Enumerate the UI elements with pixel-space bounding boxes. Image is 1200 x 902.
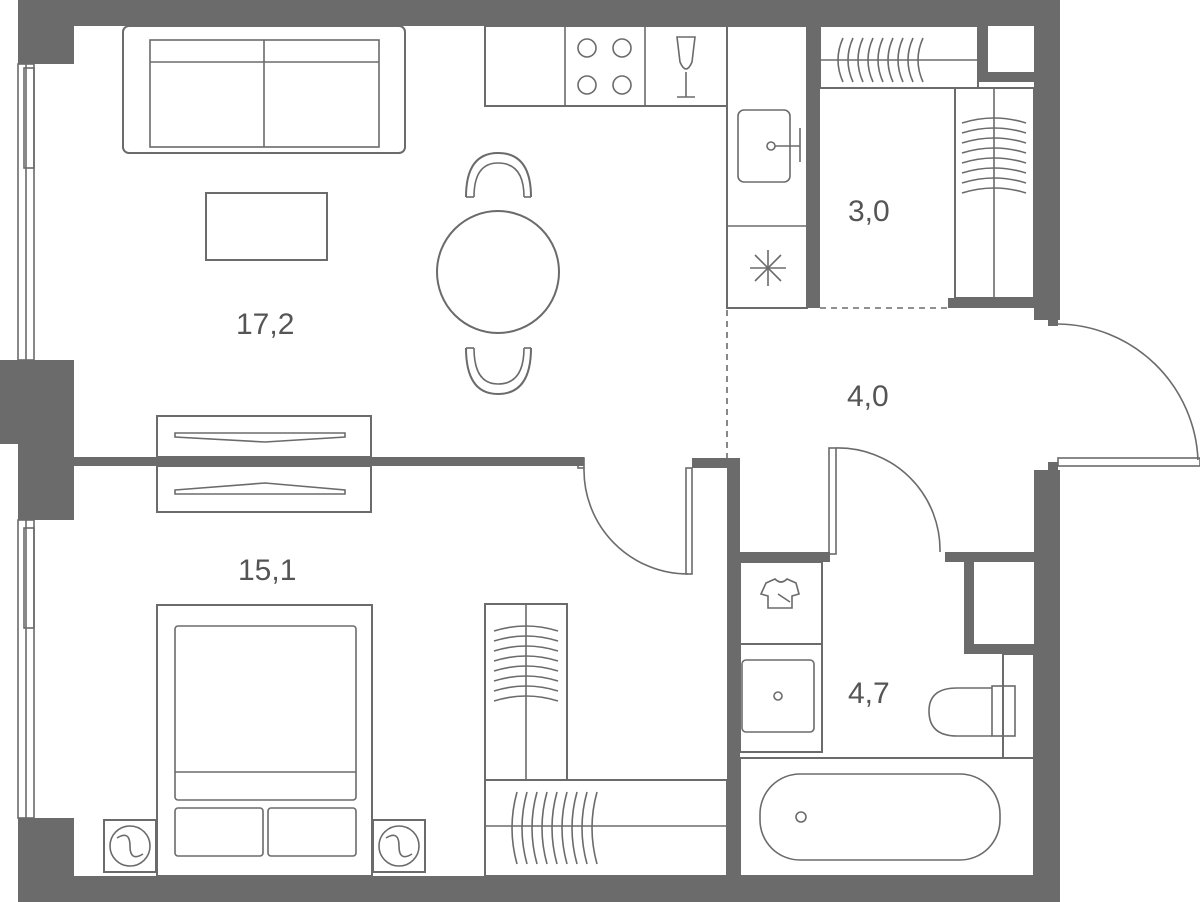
walls (0, 0, 1060, 902)
hanger-arc (581, 791, 588, 865)
dining-table-icon (436, 151, 560, 396)
window-bedroom (17, 519, 35, 819)
sofa-icon (122, 25, 406, 154)
doors (577, 323, 1200, 575)
washbasin-icon (739, 643, 823, 753)
entrance-door (1057, 323, 1200, 467)
hanger-arc (917, 37, 924, 83)
hanger-arc (847, 37, 854, 83)
hanger-arc (961, 137, 1027, 144)
wardrobe-bedroom-bottom-icon (484, 779, 728, 877)
hanger-arc (493, 695, 559, 702)
hanger-arc (511, 791, 518, 865)
hanger-arc (493, 655, 559, 662)
hanger-arc (961, 117, 1027, 124)
hanger-arc (493, 625, 559, 632)
hanger-arc (961, 177, 1027, 184)
hanger-arc (961, 147, 1027, 154)
stove-icon (577, 38, 632, 95)
wardrobe-top-icon (819, 25, 979, 89)
nightstand-lamp-left-icon (103, 819, 157, 873)
hanger-arc (493, 665, 559, 672)
bedroom-area-label: 15,1 (238, 554, 296, 587)
hanger-arc (877, 37, 884, 83)
hanger-arc (493, 685, 559, 692)
hanger-arc (521, 791, 528, 865)
hanger-arc (531, 791, 538, 865)
sink-icon (737, 109, 801, 183)
hanger-arc (961, 157, 1027, 164)
hanger-arc (493, 645, 559, 652)
hallway-area-label: 4,0 (847, 380, 889, 413)
wine-glass-icon (676, 36, 696, 98)
hanger-arc (571, 791, 578, 865)
bathtub-icon (739, 757, 1035, 877)
toilet-icon (928, 653, 1035, 759)
coffee-table-icon (205, 192, 328, 261)
bedroom-door (577, 457, 693, 575)
windows (17, 63, 35, 819)
living-room-area-label: 17,2 (236, 308, 294, 341)
hanger-arc (493, 675, 559, 682)
storage-area-label: 3,0 (848, 195, 890, 228)
hanger-arc (867, 37, 874, 83)
hanger-arc (837, 37, 844, 83)
hanger-arc (907, 37, 914, 83)
wardrobe-right-icon (954, 87, 1035, 299)
bathroom-door (828, 447, 941, 555)
hanger-arc (961, 167, 1027, 174)
tv-console-icon (156, 415, 372, 513)
kitchen-cabinet-column (726, 25, 808, 309)
hanger-arc (887, 37, 894, 83)
wardrobe-bedroom-icon (484, 603, 568, 781)
hanger-arc (897, 37, 904, 83)
hanger-arc (561, 791, 568, 865)
hanger-arc (961, 187, 1027, 194)
washing-machine-icon (739, 561, 823, 645)
hanger-arc (551, 791, 558, 865)
hanger-arc (541, 791, 548, 865)
fridge-icon (750, 250, 786, 286)
hanger-arc (961, 127, 1027, 134)
hanger-arc (493, 635, 559, 642)
hanger-arc (857, 37, 864, 83)
bathroom-area-label: 4,7 (848, 677, 890, 710)
nightstand-lamp-right-icon (372, 819, 426, 873)
hanger-arc (591, 791, 598, 865)
window-living (17, 63, 35, 361)
bed-icon (156, 604, 373, 877)
